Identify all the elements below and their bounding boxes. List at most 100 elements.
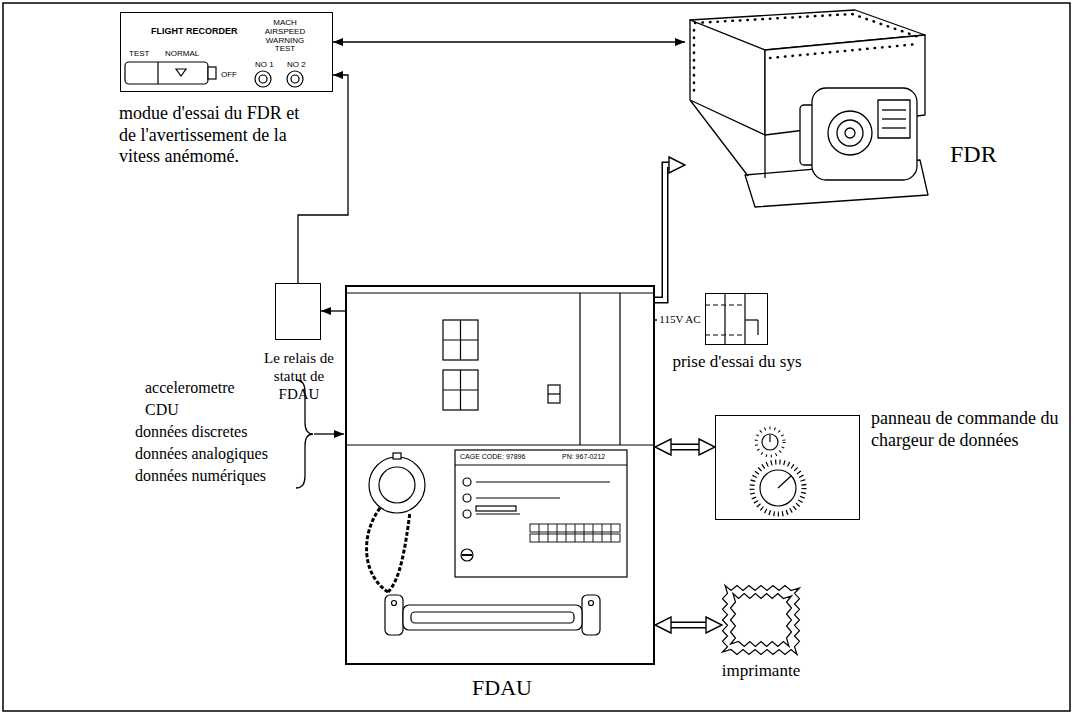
socket-wall: [744, 293, 745, 345]
panel-caption: panneau de commande du chargeur de donné…: [871, 408, 1061, 451]
cap-chain: [388, 512, 410, 592]
handle-bracket: [582, 595, 600, 635]
toggle-line: [548, 393, 560, 394]
switch-body: [125, 62, 208, 84]
tray-leg: [764, 135, 765, 178]
switch-label: OFF: [221, 70, 237, 80]
knob-label: NO 2: [287, 60, 306, 70]
test-knobs: [255, 71, 303, 87]
picture-frame: [3, 3, 1070, 711]
connector-line: [333, 41, 685, 42]
key-slot: [462, 554, 472, 556]
selector-knob: [762, 434, 778, 450]
knob-center: [291, 75, 299, 83]
housing-line: [345, 444, 655, 445]
cap-lug: [393, 453, 401, 459]
connector-line: [298, 75, 348, 283]
connector-heads: [655, 447, 715, 448]
fdr-illustration: [690, 10, 928, 207]
unit-caption: FDAU: [347, 675, 657, 701]
beacon: [837, 120, 863, 146]
panel-title: FLIGHT RECORDER: [151, 26, 238, 37]
unit-caption: FDR: [950, 140, 997, 169]
recorder-end: [690, 20, 765, 135]
toggle-switch: [548, 385, 560, 403]
socket-wire: [757, 320, 758, 335]
housing-line: [579, 293, 580, 445]
knob: [287, 71, 303, 87]
printer-caption: imprimante: [692, 661, 830, 681]
plate-line: [882, 118, 906, 119]
beacon-ring: [828, 111, 872, 155]
switch-label: TEST: [129, 49, 149, 59]
socket-caption: prise d'essai du sys: [657, 352, 817, 372]
panel-rule: [455, 464, 627, 465]
test-socket: prise d'essai du sys: [705, 293, 768, 345]
knob-pointer: [769, 435, 770, 442]
socket-wall: [724, 293, 725, 345]
bracket-screw: [392, 601, 397, 606]
dial-ticks: [752, 462, 804, 514]
data-loader-panel: panneau de commande du chargeur de donné…: [715, 415, 860, 520]
cap-chain: [367, 508, 388, 592]
input-label: accelerometre: [145, 378, 235, 397]
panel-bar: [476, 506, 516, 511]
printer-outline: [731, 594, 792, 647]
fdau-unit: FDAU: [345, 285, 655, 665]
rivet-row: [693, 30, 696, 95]
input-arrow: [314, 433, 344, 434]
socket-wire: [745, 319, 758, 320]
connector-outer-line: [655, 165, 675, 300]
panel-rule: [476, 497, 560, 498]
connector-cap: [369, 457, 425, 513]
connector: [655, 625, 722, 626]
breaker-line: [443, 339, 478, 340]
circuit-breaker: [443, 320, 478, 360]
connector-heads: [655, 625, 722, 626]
rivet-row: [770, 44, 918, 58]
socket-internals: [705, 293, 758, 345]
circuit-breaker: [443, 370, 478, 410]
breaker-line: [443, 389, 478, 390]
module-switch: [125, 62, 216, 84]
connector: [655, 447, 715, 448]
panel-rule: [476, 481, 610, 482]
input-label: CDU: [145, 400, 179, 419]
connector-inner-line: [670, 445, 700, 449]
input-label: données numériques: [135, 466, 266, 485]
status-cells: [539, 524, 611, 542]
connector-cap-inner: [379, 467, 415, 503]
input-label: données discretes: [135, 422, 247, 441]
knob-center: [259, 75, 267, 83]
bracket-screw: [589, 601, 594, 606]
connector-outer-line: [665, 444, 705, 451]
rotary-dial: [760, 470, 796, 506]
indicator: [463, 478, 471, 486]
printer: imprimante: [722, 585, 800, 655]
printer-outline: [723, 586, 800, 655]
dial-pointer: [778, 476, 791, 488]
panel-rule: [476, 513, 520, 514]
loader-panel-controls: [752, 428, 804, 514]
socket-wire: [705, 304, 745, 305]
connector-line: [321, 310, 345, 311]
housing-line: [345, 292, 655, 293]
recorder-front-unit: [812, 88, 917, 180]
connector-inner-line: [655, 165, 670, 300]
switch-tab: [208, 67, 216, 79]
relay-caption: Le relais de statut de FDAU: [254, 349, 344, 403]
connectors: [298, 42, 722, 625]
plate-line: [882, 109, 906, 110]
connector-outer-line: [665, 622, 712, 629]
socket-wire: [705, 334, 745, 335]
beacon-center: [845, 128, 855, 138]
fdr-unit: FDR: [685, 5, 930, 210]
carry-handle: [403, 605, 582, 630]
switch-pointer: [176, 69, 186, 76]
indicator: [463, 510, 471, 518]
printer-symbol: [723, 586, 800, 655]
housing-line: [619, 293, 620, 445]
connector: [333, 42, 685, 43]
fdau-illustration: [345, 293, 655, 635]
